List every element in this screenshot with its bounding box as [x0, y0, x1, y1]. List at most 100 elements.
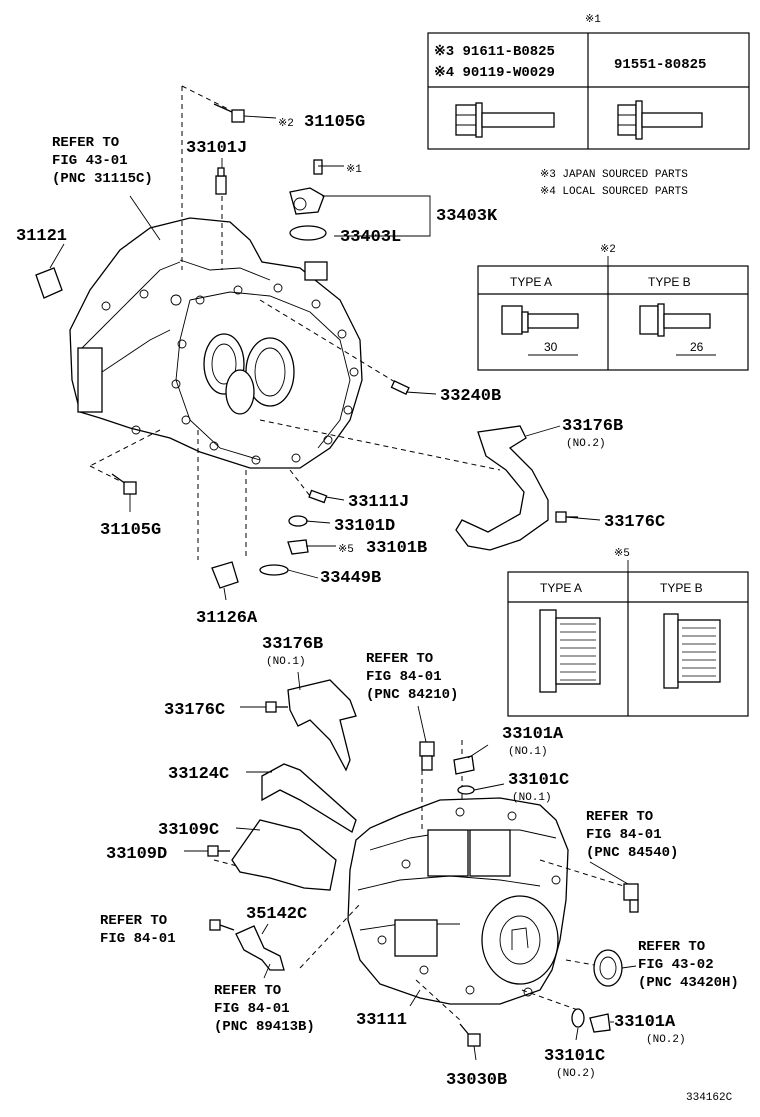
label-33101C-top: 33101C — [508, 771, 569, 790]
svg-text:FIG 84-01: FIG 84-01 — [586, 827, 662, 843]
label-33101C-bot: 33101C — [544, 1047, 605, 1066]
table5-type-b: TYPE B — [660, 581, 703, 595]
label-33403-mark: ※1 — [346, 164, 362, 176]
reference-fig43-02: REFER TO FIG 43-02 (PNC 43420H) — [638, 939, 739, 991]
note-japan: ※3 JAPAN SOURCED PARTS — [540, 169, 688, 181]
label-33101B-mark: ※5 — [338, 544, 354, 556]
oring-33449B — [259, 564, 289, 576]
reference-fig84-01-c: REFER TO FIG 84-01 — [100, 913, 176, 947]
label-33111J: 33111J — [348, 493, 409, 512]
leader-lines — [49, 115, 637, 1061]
svg-text:REFER TO: REFER TO — [586, 809, 653, 825]
table2-type-a: TYPE A — [510, 275, 552, 289]
pin-33111J — [308, 489, 328, 504]
svg-text:REFER TO: REFER TO — [52, 135, 119, 151]
note-local: ※4 LOCAL SOURCED PARTS — [540, 186, 688, 198]
cover-33109C — [231, 819, 337, 891]
bolt-fig84 — [209, 919, 235, 931]
washer-33101C-no1 — [457, 785, 475, 795]
bolt-31105G-left — [111, 473, 137, 495]
label-33111: 33111 — [356, 1011, 407, 1030]
label-33176C-right: 33176C — [604, 513, 665, 532]
reference-fig43-01: REFER TO FIG 43-01 (PNC 31115C) — [52, 135, 153, 187]
svg-text:REFER TO: REFER TO — [100, 913, 167, 929]
label-33176B-no1-sub: (NO.1) — [266, 656, 306, 668]
table2-dim-b: 26 — [690, 340, 704, 354]
label-33030B: 33030B — [446, 1071, 507, 1090]
bolt-31105G-top — [213, 103, 245, 123]
washer-33101C-no2 — [571, 1008, 585, 1028]
svg-text:FIG 43-02: FIG 43-02 — [638, 957, 714, 973]
bolt-33109D — [207, 845, 230, 857]
reference-fig84-01-d: REFER TO FIG 84-01 (PNC 89413B) — [214, 983, 315, 1035]
bolt-33176C-left — [265, 701, 288, 713]
table2-mark: ※2 — [600, 244, 616, 256]
svg-text:REFER TO: REFER TO — [214, 983, 281, 999]
label-31105G-top: 31105G — [304, 113, 365, 132]
label-33109D: 33109D — [106, 845, 167, 864]
reference-fig84-01-a: REFER TO FIG 84-01 (PNC 84210) — [366, 651, 458, 703]
diagram-code: 334162C — [686, 1092, 733, 1104]
svg-text:(PNC 43420H): (PNC 43420H) — [638, 975, 739, 991]
seal-43420H — [593, 949, 623, 987]
label-33176B-no1: 33176B — [262, 635, 323, 654]
bracket-33176B-no1 — [287, 679, 357, 772]
breather-33101J — [215, 167, 227, 195]
label-33101A-top-sub: (NO.1) — [508, 746, 548, 758]
reference-fig84-01-b: REFER TO FIG 84-01 (PNC 84540) — [586, 809, 678, 861]
label-33101J: 33101J — [186, 139, 247, 158]
bracket-33176B-no2 — [455, 425, 549, 551]
label-33101B: 33101B — [366, 539, 427, 558]
svg-text:(PNC 84540): (PNC 84540) — [586, 845, 678, 861]
svg-text:(PNC 89413B): (PNC 89413B) — [214, 1019, 315, 1035]
plate-33124C — [261, 763, 357, 833]
bolt-33030B — [459, 1023, 481, 1047]
assembly-lines — [89, 85, 631, 1021]
label-31105G-top-mark: ※2 — [278, 118, 294, 130]
label-33101D: 33101D — [334, 517, 395, 536]
switch-84210 — [419, 741, 435, 771]
label-31126A: 31126A — [196, 609, 258, 628]
svg-text:FIG 84-01: FIG 84-01 — [100, 931, 176, 947]
svg-text:REFER TO: REFER TO — [638, 939, 705, 955]
sensor-33403K — [289, 159, 327, 241]
svg-text:FIG 84-01: FIG 84-01 — [214, 1001, 290, 1017]
plug-31126A — [211, 561, 239, 589]
bolt-drawing-2 — [617, 100, 703, 140]
svg-text:FIG 43-01: FIG 43-01 — [52, 153, 128, 169]
label-33124C: 33124C — [168, 765, 229, 784]
table5-mark: ※5 — [614, 548, 630, 560]
table1-row1-left-1: ※3 91611-B0825 — [434, 44, 555, 60]
bolt-table-1: ※1 ※3 91611-B0825 ※4 90119-W0029 91551-8… — [427, 14, 750, 150]
bolt-drawing-1 — [455, 102, 555, 138]
label-31121: 31121 — [16, 227, 67, 246]
svg-text:(PNC 84210): (PNC 84210) — [366, 687, 458, 703]
plug-33101A-no1 — [453, 755, 475, 775]
label-31105G-left: 31105G — [100, 521, 161, 540]
transaxle-housing — [69, 217, 363, 469]
label-35142C: 35142C — [246, 905, 307, 924]
table2-type-b: TYPE B — [648, 275, 691, 289]
washer-33101D — [288, 515, 308, 527]
pin-33240B — [390, 380, 410, 395]
plug-33101B — [287, 539, 309, 555]
plug-type-table-5: ※5 TYPE A TYPE B — [507, 548, 749, 717]
label-33101C-bot-sub: (NO.2) — [556, 1068, 596, 1080]
plug-31121 — [35, 267, 63, 299]
plug-33101A-no2 — [589, 1013, 611, 1033]
switch-84540 — [623, 883, 639, 913]
label-33176C-left: 33176C — [164, 701, 225, 720]
table1-mark: ※1 — [585, 14, 601, 26]
table1-row1-left-2: ※4 90119-W0029 — [434, 65, 555, 81]
table5-type-a: TYPE A — [540, 581, 582, 595]
sensor-35142C — [235, 925, 285, 971]
label-33403L: 33403L — [340, 228, 401, 247]
label-33101C-top-sub: (NO.1) — [512, 792, 552, 804]
bolt-type-table-2: ※2 TYPE A TYPE B 30 26 — [477, 244, 749, 371]
svg-text:(PNC 31115C): (PNC 31115C) — [52, 171, 153, 187]
label-33101A-bot-sub: (NO.2) — [646, 1034, 686, 1046]
label-33109C: 33109C — [158, 821, 219, 840]
table1-row1-right: 91551-80825 — [614, 57, 706, 73]
